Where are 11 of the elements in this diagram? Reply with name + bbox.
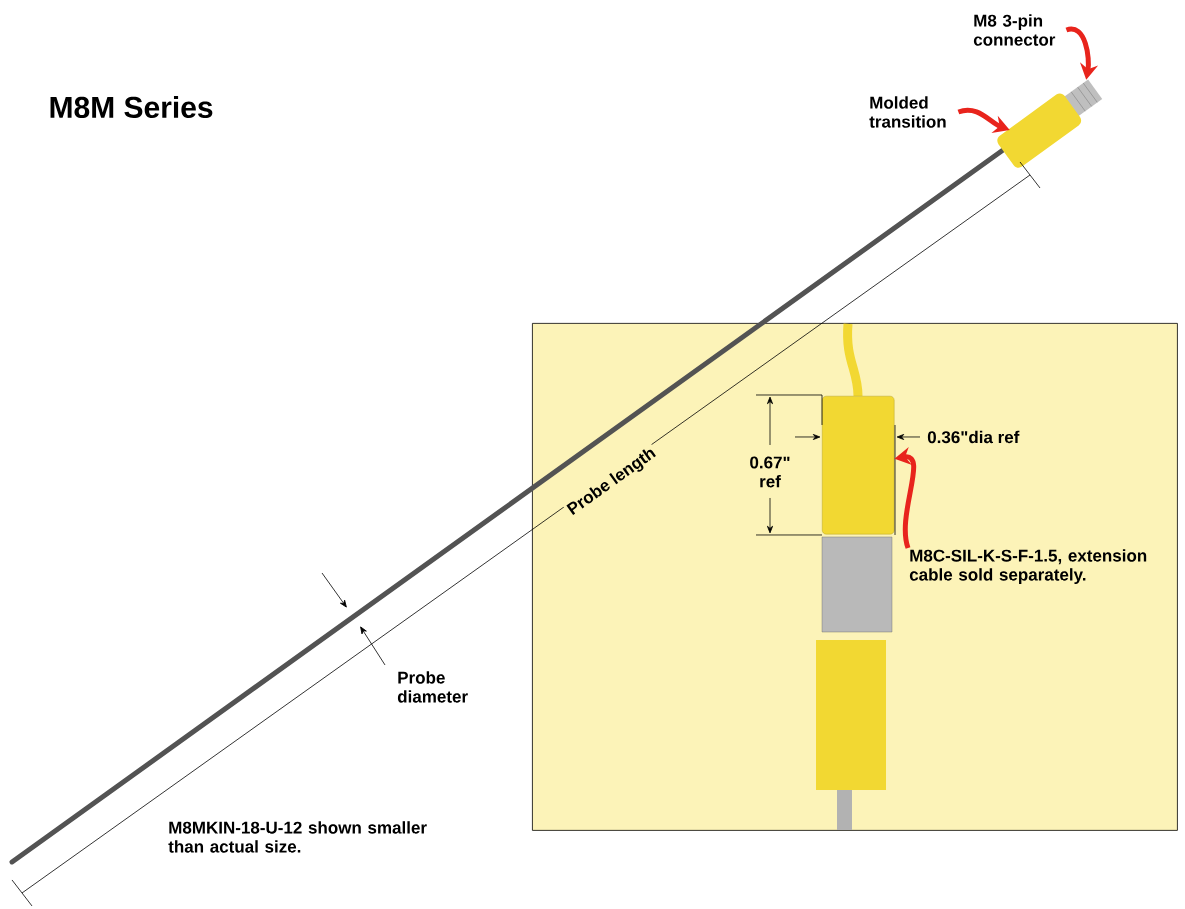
dimension-label: 0.36"dia ref bbox=[927, 430, 1020, 444]
title: M8M Series bbox=[50, 95, 213, 118]
callout-text: M8C-SIL-K-S-F-1.5, extension cable sold separately. bbox=[909, 549, 1147, 585]
caption-text: M8MKIN-18-U-12 shown smaller than actual size. bbox=[168, 821, 427, 853]
transition-drawing bbox=[997, 93, 1082, 168]
callout-text: Molded transition bbox=[869, 96, 946, 128]
dimension-label: Probe diameter bbox=[397, 671, 468, 703]
dimension-label: 0.67" ref bbox=[750, 456, 790, 488]
inset-panel bbox=[532, 323, 1178, 831]
connector-body-drawing bbox=[822, 396, 895, 535]
callout-text: M8 3-pin connector bbox=[973, 14, 1056, 46]
